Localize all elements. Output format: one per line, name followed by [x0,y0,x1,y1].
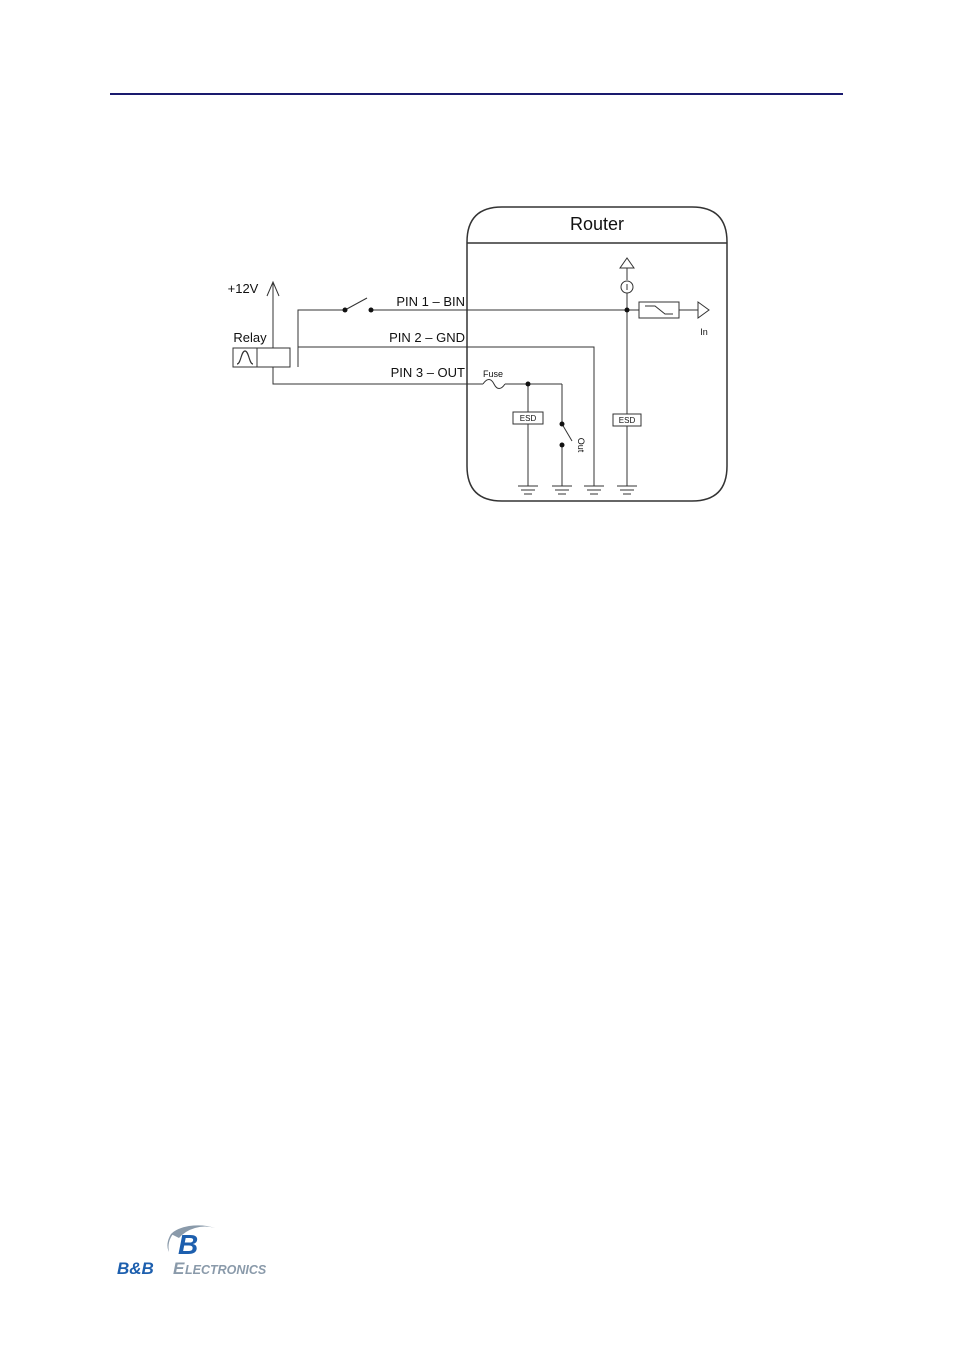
pin3-label: PIN 3 – OUT [391,365,465,380]
pullup-arrow [620,258,634,268]
fuse-label: Fuse [483,369,503,379]
pin1-wire-left [298,310,345,348]
ground-gnd-icon [584,486,604,494]
logo-word-initial: E [173,1259,185,1278]
input-filter-box [639,302,679,318]
input-junction-dot [625,308,630,313]
in-label: In [700,327,708,337]
out-switch-dot-top [560,422,565,427]
esd-out-label: ESD [520,414,537,423]
pin1-switch-blade [345,298,367,310]
relay-contact-box [257,348,290,367]
out-label: Out [576,438,586,453]
switch-contact-dot-right [369,308,374,313]
esd-junction-dot [526,382,531,387]
ground-out-icon [552,486,572,494]
switch-contact-dot-left [343,308,348,313]
out-switch-blade [562,424,572,441]
logo-word-rest: LECTRONICS [185,1263,267,1277]
pin2-label: PIN 2 – GND [389,330,465,345]
ground-esd-in-icon [617,486,637,494]
pin1-label: PIN 1 – BIN [396,294,465,309]
out-switch-dot-bottom [560,443,565,448]
router-label: Router [570,214,624,234]
company-logo: B B&B E LECTRONICS [115,1222,315,1278]
ground-esd-out-icon [518,486,538,494]
router-box [467,207,727,501]
esd-in-label: ESD [619,416,636,425]
logo-brand: B&B [117,1259,154,1278]
input-arrow [698,302,709,318]
logo-letter: B [178,1229,198,1260]
fuse-symbol [483,380,505,389]
relay-coil-wave [237,351,253,364]
relay-label: Relay [233,330,267,345]
supply-label: +12V [228,281,259,296]
logo-swoosh-left [167,1234,173,1252]
input-filter-curve [645,306,673,314]
